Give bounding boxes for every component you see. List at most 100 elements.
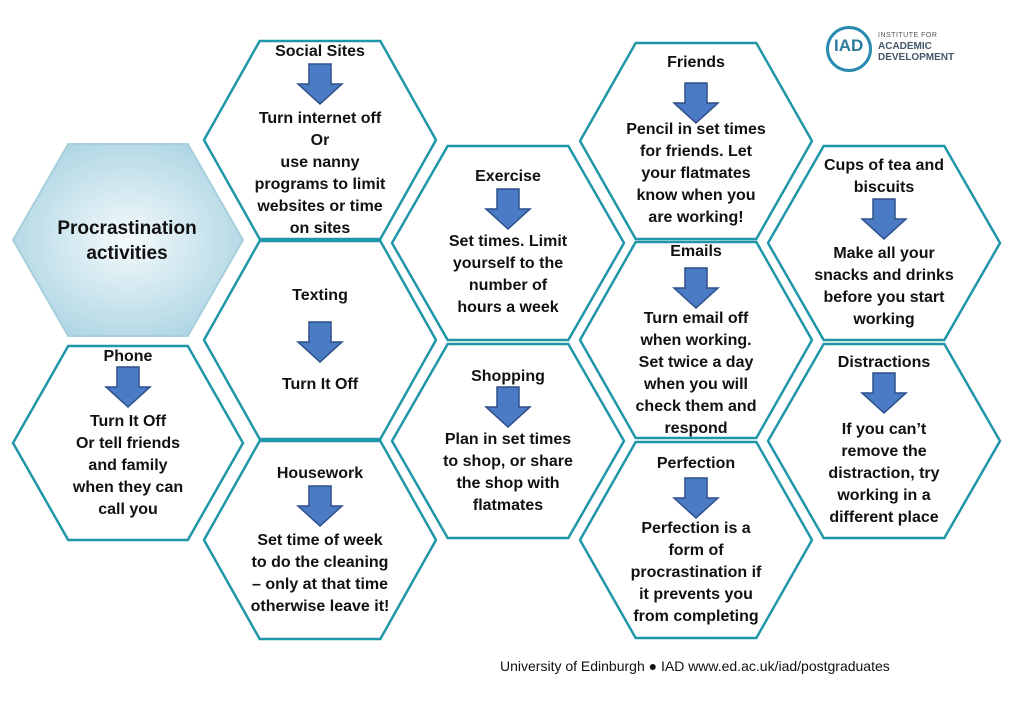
hex-body-line: Set time of week xyxy=(257,532,383,549)
hexagon-housework xyxy=(202,439,438,641)
hex-title-emails: Emails xyxy=(670,243,722,260)
hex-body-line: Perfection is a xyxy=(641,520,751,537)
down-arrow-icon xyxy=(672,267,720,310)
hex-body-line: when working. xyxy=(640,332,752,349)
hex-body-line: – only at that time xyxy=(251,576,389,593)
hex-body-line: websites or time xyxy=(257,198,383,215)
down-arrow-icon xyxy=(296,63,344,106)
logo-text: INSTITUTE FOR ACADEMIC DEVELOPMENT xyxy=(878,30,954,63)
hex-title-distractions: Distractions xyxy=(837,354,931,371)
hex-body-perfection: Perfection is a form of procrastination if… xyxy=(611,518,781,628)
hex-body-line: Make all your xyxy=(833,245,935,262)
hex-body-line: Turn It Off xyxy=(281,376,359,393)
hex-body-line: call you xyxy=(98,501,158,518)
hex-title-shopping: Shopping xyxy=(471,368,545,385)
hex-body-line: Pencil in set times xyxy=(626,121,766,138)
hex-body-line: hours a week xyxy=(457,299,559,316)
hex-body-line: Turn It Off xyxy=(89,413,167,430)
hex-title-exercise: Exercise xyxy=(475,168,541,185)
hexagon-exercise xyxy=(390,144,626,342)
hex-body-line: your flatmates xyxy=(641,165,751,182)
hex-body-line: when you will xyxy=(643,376,748,393)
hex-title-cups-of-tea: Cups of tea and biscuits xyxy=(823,157,944,196)
hex-body-line: If you can’t xyxy=(841,421,927,438)
hex-body-line: Turn internet off xyxy=(258,110,382,127)
hex-body-line: the shop with xyxy=(456,475,560,492)
hex-body-line: before you start xyxy=(823,289,945,306)
down-arrow-icon xyxy=(672,477,720,520)
center-title: Procrastination activities xyxy=(32,216,222,266)
hex-title-texting: Texting xyxy=(292,287,348,304)
hex-body-line: Set times. Limit xyxy=(448,233,568,250)
center-hexagon xyxy=(11,143,245,337)
hex-body-exercise: Set times. Limit yourself to the number of… xyxy=(428,231,588,319)
hex-body-cups-of-tea: Make all your snacks and drinks before you… xyxy=(797,243,972,331)
hex-body-line: procrastination if xyxy=(630,564,762,581)
down-arrow-icon xyxy=(672,82,720,125)
logo-mark: IAD xyxy=(834,36,864,55)
hexagon-friends xyxy=(578,41,814,241)
hex-body-line: snacks and drinks xyxy=(814,267,954,284)
hex-body-line: respond xyxy=(664,420,728,437)
logo-line1: INSTITUTE FOR xyxy=(878,32,938,39)
hex-body-line: know when you xyxy=(636,187,756,204)
hex-body-line: to do the cleaning xyxy=(251,554,389,571)
hex-title-phone: Phone xyxy=(103,348,153,365)
hex-body-line: remove the xyxy=(841,443,927,460)
hex-body-line: programs to limit xyxy=(254,176,386,193)
hex-body-line: number of xyxy=(468,277,548,294)
hex-body-line: Set twice a day xyxy=(638,354,754,371)
footer-text: University of Edinburgh ● IAD www.ed.ac.… xyxy=(500,658,890,674)
hex-body-line: on sites xyxy=(289,220,351,237)
hex-title-friends: Friends xyxy=(667,54,725,71)
down-arrow-icon xyxy=(296,321,344,364)
hex-body-line: Or tell friends xyxy=(75,435,181,452)
hex-body-line: use nanny xyxy=(280,154,360,171)
hexagon-distractions xyxy=(766,342,1002,540)
hexagon-social-sites xyxy=(202,39,438,241)
hex-title-housework: Housework xyxy=(276,465,364,482)
hex-body-line: working in a xyxy=(837,487,931,504)
down-arrow-icon xyxy=(296,485,344,528)
hex-body-line: Or xyxy=(310,132,330,149)
hex-body-emails: Turn email off when working. Set twice a d… xyxy=(614,308,779,440)
hex-body-friends: Pencil in set times for friends. Let your … xyxy=(609,119,784,229)
down-arrow-icon xyxy=(484,188,532,231)
center-title-line1: Procrastination xyxy=(57,218,197,239)
hexagon-shopping xyxy=(390,342,626,540)
hex-title-social-sites: Social Sites xyxy=(275,43,365,60)
hex-body-line: Plan in set times xyxy=(444,431,572,448)
logo-line2: ACADEMIC xyxy=(878,41,932,52)
hex-title-perfection: Perfection xyxy=(656,455,736,472)
hex-body-line: form of xyxy=(668,542,724,559)
hex-body-distractions: If you can’t remove the distraction, try wo… xyxy=(804,419,964,529)
iad-logo: IAD INSTITUTE FOR ACADEMIC DEVELOPMENT xyxy=(826,26,976,72)
hex-body-line: Turn email off xyxy=(643,310,749,327)
hex-body-texting: Turn It Off xyxy=(240,374,400,396)
hex-body-line: to shop, or share xyxy=(443,453,573,470)
hex-body-line: it prevents you xyxy=(639,586,753,603)
down-arrow-icon xyxy=(484,386,532,429)
hex-body-line: and family xyxy=(88,457,168,474)
hex-body-line: yourself to the xyxy=(452,255,564,272)
hex-body-housework: Set time of week to do the cleaning – only… xyxy=(233,530,408,618)
hex-body-line: flatmates xyxy=(472,497,544,514)
logo-line3: DEVELOPMENT xyxy=(878,52,955,63)
hex-body-line: for friends. Let xyxy=(639,143,752,160)
down-arrow-icon xyxy=(104,366,152,409)
down-arrow-icon xyxy=(860,198,908,241)
hex-body-line: distraction, try xyxy=(828,465,940,482)
hex-body-shopping: Plan in set times to shop, or share the sh… xyxy=(426,429,591,517)
hex-body-line: from completing xyxy=(633,608,759,625)
logo-circle xyxy=(826,26,872,72)
hex-body-line: otherwise leave it! xyxy=(250,598,390,615)
hex-body-line: check them and xyxy=(635,398,757,415)
hexagon-emails xyxy=(578,240,814,440)
hexagon-perfection xyxy=(578,440,814,640)
hexagon-cups-of-tea xyxy=(766,144,1002,342)
hex-body-line: are working! xyxy=(648,209,744,226)
hexagon-phone xyxy=(11,344,245,542)
